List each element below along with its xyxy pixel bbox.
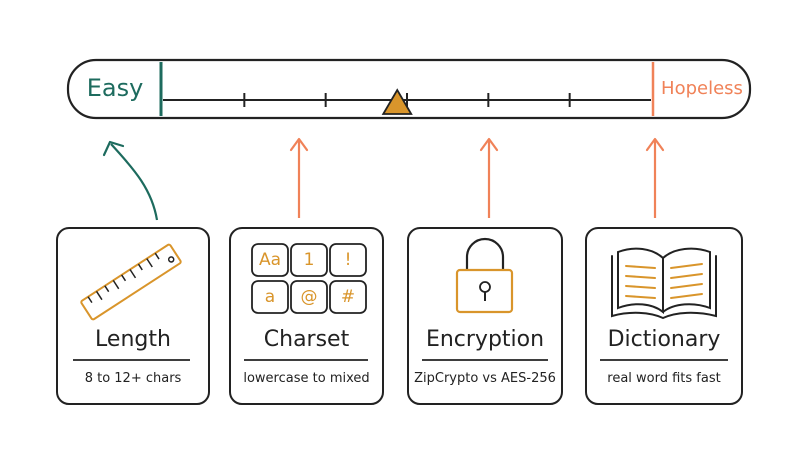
- charset-card: [229, 227, 384, 405]
- charset-arrow: [289, 137, 309, 218]
- scale-hopeless-label: Hopeless: [661, 77, 743, 99]
- charset-card-subtitle: lowercase to mixed: [243, 370, 370, 386]
- difficulty-scale-bar: [66, 58, 752, 120]
- charset-grid-icon: [251, 243, 367, 314]
- length-arrow: [102, 140, 159, 221]
- encryption-arrow: [479, 137, 499, 218]
- dictionary-card-title: Dictionary: [607, 326, 721, 352]
- charset-glyph: !: [344, 250, 352, 270]
- charset-glyph: @: [300, 287, 318, 307]
- charset-glyph: #: [340, 287, 356, 307]
- difficulty-marker: [381, 88, 413, 115]
- encryption-card-title: Encryption: [425, 326, 545, 352]
- ruler-icon: [80, 243, 182, 321]
- charset-glyph: a: [264, 287, 276, 307]
- charset-glyph: 1: [303, 250, 315, 270]
- length-card-title: Length: [95, 326, 171, 352]
- dictionary-card-subtitle: real word fits fast: [607, 370, 721, 386]
- length-card: [56, 227, 210, 405]
- dictionary-arrow: [645, 137, 665, 218]
- length-card-subtitle: 8 to 12+ chars: [84, 370, 182, 386]
- scale-easy-label: Easy: [86, 74, 144, 102]
- scale-ticks: [243, 93, 571, 107]
- padlock-icon: [455, 237, 514, 314]
- encryption-card-subtitle: ZipCrypto vs AES-256: [414, 370, 556, 386]
- charset-card-title: Charset: [263, 326, 350, 352]
- charset-glyph: Aa: [258, 250, 282, 270]
- encryption-card: [407, 227, 563, 405]
- open-book-icon: [611, 247, 717, 320]
- dictionary-card: [585, 227, 743, 405]
